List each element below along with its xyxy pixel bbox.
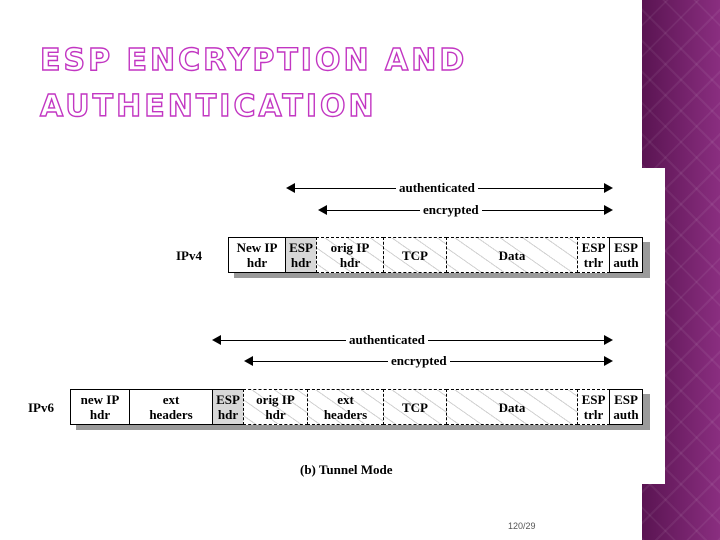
ipv6-ext-headers: ext headers (129, 389, 213, 425)
page-number: 120/29 (508, 521, 536, 531)
ipv4-esp-auth: ESP auth (609, 237, 643, 273)
ipv6-packet: new IP hdr ext headers ESP hdr orig IP h… (0, 389, 720, 430)
ipv4-esp-trlr: ESP trlr (577, 237, 610, 273)
slide-title: ESP Encryption and Authentication (39, 42, 468, 124)
ipv6-authenticated-label: authenticated (346, 332, 428, 348)
ipv4-packet: New IP hdr ESP hdr orig IP hdr TCP Data … (0, 237, 720, 278)
figure-panel (0, 168, 665, 484)
ipv4-label: IPv4 (176, 248, 202, 263)
ipv6-data: Data (446, 389, 578, 425)
ipv6-esp-auth: ESP auth (609, 389, 643, 425)
ipv6-orig-ip-hdr: orig IP hdr (243, 389, 308, 425)
ipv4-data: Data (446, 237, 578, 273)
ipv4-encrypted-label: encrypted (420, 202, 482, 218)
ipv4-tcp: TCP (383, 237, 447, 273)
ipv4-esp-hdr: ESP hdr (285, 237, 317, 273)
ipv6-new-ip-hdr: new IP hdr (70, 389, 130, 425)
ipv6-tcp: TCP (383, 389, 447, 425)
figure-caption: (b) Tunnel Mode (300, 462, 393, 477)
ipv4-new-ip-hdr: New IP hdr (228, 237, 286, 273)
ipv6-inner-ext-headers: ext headers (307, 389, 384, 425)
ipv6-encrypted-label: encrypted (388, 353, 450, 369)
ipv4-orig-ip-hdr: orig IP hdr (316, 237, 384, 273)
ipv6-label: IPv6 (28, 400, 54, 415)
ipv4-authenticated-label: authenticated (396, 180, 478, 196)
ipv6-esp-hdr: ESP hdr (212, 389, 244, 425)
ipv6-esp-trlr: ESP trlr (577, 389, 610, 425)
